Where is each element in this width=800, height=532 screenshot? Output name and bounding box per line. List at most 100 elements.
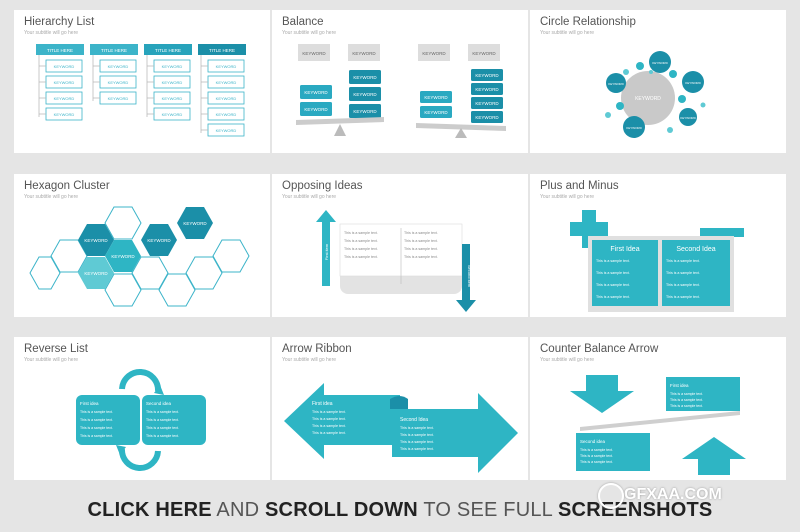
svg-text:Second idea: Second idea [580, 439, 606, 444]
svg-text:This is a sample text.: This is a sample text. [666, 295, 700, 299]
svg-text:This is a sample text.: This is a sample text. [146, 434, 179, 438]
svg-text:KEYWORD: KEYWORD [475, 101, 499, 106]
svg-text:This is a sample text.: This is a sample text. [80, 426, 113, 430]
banner-screenshots: SCREENSHOTS [558, 499, 713, 521]
svg-text:This is a sample text.: This is a sample text. [580, 460, 613, 464]
slide-hexagon-cluster[interactable]: Hexagon Cluster Your subtitle will go he… [14, 174, 270, 317]
svg-text:KEYWORD: KEYWORD [84, 271, 108, 276]
slide-arrow-ribbon[interactable]: Arrow Ribbon Your subtitle will go here … [272, 337, 528, 480]
svg-text:KEYWORD: KEYWORD [162, 96, 183, 101]
svg-text:KEYWORD: KEYWORD [162, 80, 183, 85]
svg-text:This is a sample text.: This is a sample text. [580, 454, 613, 458]
counter-balance-diagram: First idea This is a sample text. This i… [570, 375, 746, 475]
svg-text:KEYWORD: KEYWORD [353, 109, 377, 114]
svg-text:KEYWORD: KEYWORD [422, 51, 446, 56]
svg-text:This is a sample text.: This is a sample text. [312, 431, 346, 435]
slide-balance[interactable]: Balance Your subtitle will go here KEYWO… [272, 10, 528, 153]
svg-text:This is a sample text.: This is a sample text. [344, 247, 378, 251]
slide-plus-and-minus[interactable]: Plus and Minus Your subtitle will go her… [530, 174, 786, 317]
svg-text:KEYWORD: KEYWORD [162, 112, 183, 117]
svg-text:This is a sample text.: This is a sample text. [596, 283, 630, 287]
circle-diagram: KEYWORD KEYWORD KEYWORD KEYWORD KEYWORD … [605, 51, 706, 138]
svg-text:KEYWORD: KEYWORD [54, 64, 75, 69]
call-to-action-banner[interactable]: CLICK HERE AND SCROLL DOWN TO SEE FULL S… [0, 488, 800, 532]
watermark: GFXAA.COM [598, 482, 772, 509]
svg-text:This is a sample text.: This is a sample text. [596, 295, 630, 299]
svg-text:This is a sample text.: This is a sample text. [312, 417, 346, 421]
svg-text:TITLE HERE: TITLE HERE [209, 48, 235, 53]
svg-text:This is a sample text.: This is a sample text. [400, 426, 434, 430]
banner-to-see-full: TO SEE FULL [417, 499, 559, 521]
slide-title: Circle Relationship [540, 16, 636, 28]
slide-circle-relationship[interactable]: Circle Relationship Your subtitle will g… [530, 10, 786, 153]
slide-title: Arrow Ribbon [282, 343, 352, 355]
svg-text:KEYWORD: KEYWORD [652, 61, 668, 65]
svg-text:This is a sample text.: This is a sample text. [80, 410, 113, 414]
svg-text:This is a sample text.: This is a sample text. [312, 410, 346, 414]
arrow-ribbon-diagram: First idea This is a sample text. This i… [284, 383, 518, 473]
svg-text:This is a sample text.: This is a sample text. [404, 247, 438, 251]
svg-text:This is a sample text.: This is a sample text. [404, 239, 438, 243]
svg-text:This is a sample text.: This is a sample text. [146, 426, 179, 430]
slide-title: Counter Balance Arrow [540, 343, 659, 355]
svg-text:This is a sample text.: This is a sample text. [596, 271, 630, 275]
hierarchy-diagram: TITLE HERE KEYWORD KEYWORD KEYWORD KEYWO… [36, 44, 246, 137]
svg-text:KEYWORD: KEYWORD [685, 81, 701, 85]
svg-text:KEYWORD: KEYWORD [111, 254, 135, 259]
svg-text:First Idea: First Idea [610, 246, 639, 253]
svg-text:This is a sample text.: This is a sample text. [400, 433, 434, 437]
svg-text:This is a sample text.: This is a sample text. [596, 259, 630, 263]
svg-text:KEYWORD: KEYWORD [304, 90, 328, 95]
slide-title: Plus and Minus [540, 180, 619, 192]
svg-text:KEYWORD: KEYWORD [680, 116, 696, 120]
svg-text:KEYWORD: KEYWORD [475, 115, 499, 120]
svg-text:This is a sample text.: This is a sample text. [580, 448, 613, 452]
watermark-logo-icon [598, 483, 624, 509]
svg-text:KEYWORD: KEYWORD [302, 51, 326, 56]
svg-text:First idea: First idea [670, 383, 689, 388]
svg-text:This is a sample text.: This is a sample text. [400, 447, 434, 451]
slide-title: Hierarchy List [24, 16, 95, 28]
svg-text:Second idea: Second idea [146, 401, 172, 406]
svg-text:This is a sample text.: This is a sample text. [404, 255, 438, 259]
svg-text:KEYWORD: KEYWORD [475, 87, 499, 92]
slide-title: Opposing Ideas [282, 180, 363, 192]
svg-text:KEYWORD: KEYWORD [108, 80, 129, 85]
svg-text:This is a sample text.: This is a sample text. [80, 418, 113, 422]
svg-text:KEYWORD: KEYWORD [216, 96, 237, 101]
svg-text:KEYWORD: KEYWORD [216, 128, 237, 133]
svg-text:This is a sample text.: This is a sample text. [666, 259, 700, 263]
slide-subtitle: Your subtitle will go here [24, 194, 79, 200]
svg-text:KEYWORD: KEYWORD [424, 110, 448, 115]
svg-text:This is a sample text.: This is a sample text. [312, 424, 346, 428]
svg-text:This is a sample text.: This is a sample text. [666, 271, 700, 275]
svg-text:This is a sample text.: This is a sample text. [344, 231, 378, 235]
svg-text:TITLE HERE: TITLE HERE [155, 48, 181, 53]
watermark-text: GFXAA.COM [624, 486, 722, 503]
slide-subtitle: Your subtitle will go here [24, 357, 79, 363]
svg-text:KEYWORD: KEYWORD [353, 75, 377, 80]
svg-text:KEYWORD: KEYWORD [54, 80, 75, 85]
slide-hierarchy-list[interactable]: Hierarchy List Your subtitle will go her… [14, 10, 270, 153]
reverse-list-diagram: First idea Second idea This is a sample … [76, 368, 206, 472]
svg-text:KEYWORD: KEYWORD [216, 64, 237, 69]
slide-reverse-list[interactable]: Reverse List Your subtitle will go here … [14, 337, 270, 480]
svg-text:KEYWORD: KEYWORD [54, 112, 75, 117]
slide-grid: Hierarchy List Your subtitle will go her… [14, 10, 786, 481]
svg-text:TITLE HERE: TITLE HERE [101, 48, 127, 53]
slide-subtitle: Your subtitle will go here [282, 357, 337, 363]
banner-click-here[interactable]: CLICK HERE [87, 499, 212, 521]
svg-text:KEYWORD: KEYWORD [54, 96, 75, 101]
svg-text:KEYWORD: KEYWORD [216, 112, 237, 117]
svg-text:This is a sample text.: This is a sample text. [404, 231, 438, 235]
svg-text:This is a sample text.: This is a sample text. [344, 255, 378, 259]
slide-opposing-ideas[interactable]: Opposing Ideas Your subtitle will go her… [272, 174, 528, 317]
title-here-label: TITLE HERE [47, 48, 73, 53]
slide-counter-balance-arrow[interactable]: Counter Balance Arrow Your subtitle will… [530, 337, 786, 480]
svg-text:This is a sample text.: This is a sample text. [80, 434, 113, 438]
svg-text:This is a sample text.: This is a sample text. [400, 440, 434, 444]
svg-text:KEYWORD: KEYWORD [183, 221, 207, 226]
slide-subtitle: Your subtitle will go here [282, 194, 337, 200]
svg-text:First item: First item [324, 243, 329, 260]
svg-text:First idea: First idea [312, 401, 333, 407]
